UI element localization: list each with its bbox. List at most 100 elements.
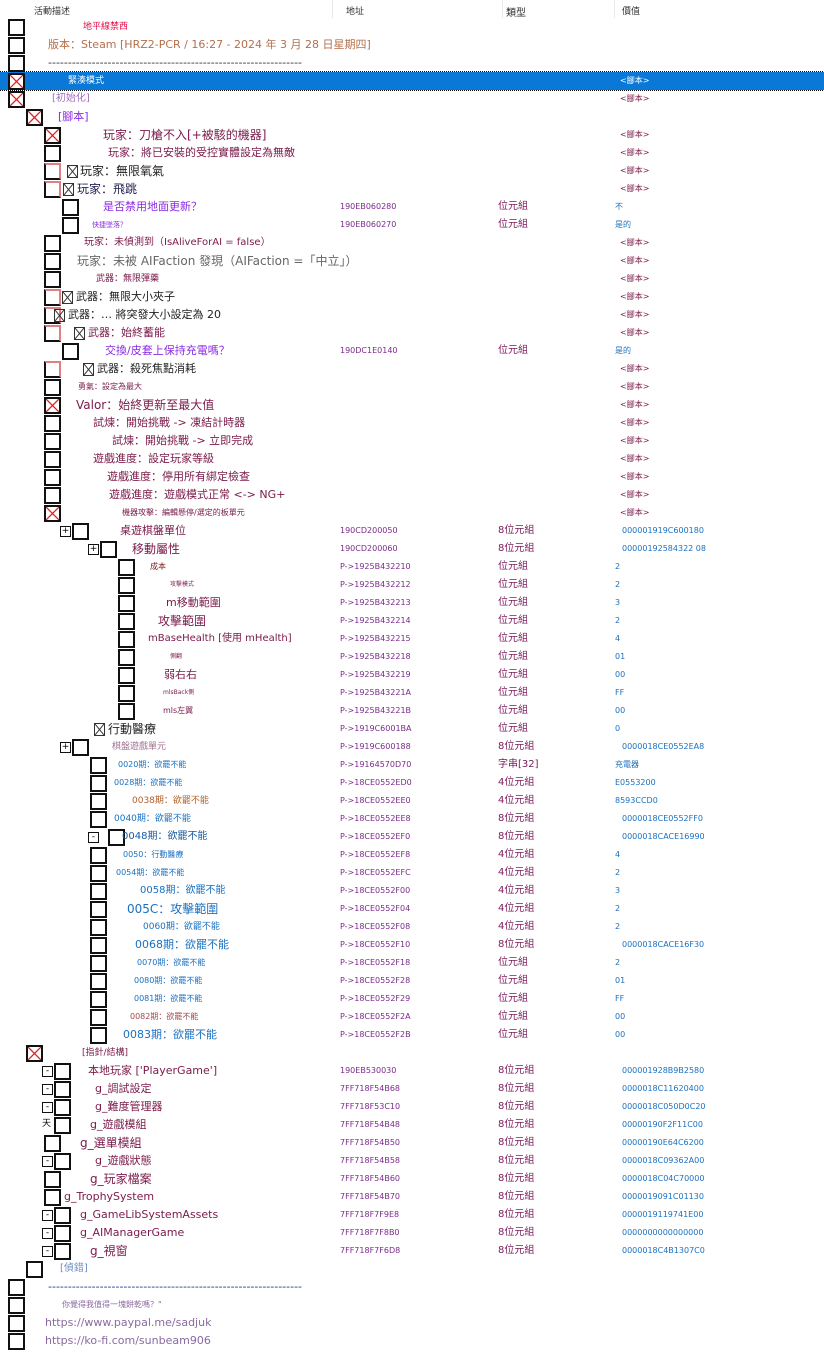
entry-value[interactable]: 00000192584322 08 xyxy=(622,544,706,553)
script-active-icon[interactable] xyxy=(62,291,73,304)
entry-checkbox[interactable] xyxy=(44,325,61,342)
entry-value[interactable]: 0000018CE0552FF0 xyxy=(622,814,703,823)
script-active-icon[interactable] xyxy=(67,165,78,178)
entry-checkbox[interactable] xyxy=(44,289,61,306)
script-active-icon[interactable] xyxy=(74,327,85,340)
entry-checkbox[interactable] xyxy=(118,577,135,594)
entry-checkbox[interactable] xyxy=(8,73,25,90)
entry-value[interactable]: <腳本> xyxy=(620,256,650,265)
entry-value[interactable]: <腳本> xyxy=(620,472,650,481)
entry-checkbox[interactable] xyxy=(90,883,107,900)
entry-checkbox[interactable] xyxy=(90,811,107,828)
entry-value[interactable]: <腳本> xyxy=(620,382,650,391)
entry-checkbox[interactable] xyxy=(8,1333,25,1350)
script-active-icon[interactable] xyxy=(83,363,94,376)
table-row[interactable]: 地平線禁西 xyxy=(0,18,824,36)
entry-value[interactable]: <腳本> xyxy=(620,436,650,445)
entry-value[interactable]: 00 xyxy=(615,1030,626,1039)
entry-value[interactable]: <腳本> xyxy=(620,292,650,301)
table-row[interactable]: [初始化]<腳本> xyxy=(0,90,824,108)
entry-value[interactable]: <腳本> xyxy=(620,148,650,157)
entry-checkbox[interactable] xyxy=(44,163,61,180)
entry-checkbox[interactable] xyxy=(90,1027,107,1044)
collapse-icon[interactable]: - xyxy=(42,1084,53,1095)
entry-checkbox[interactable] xyxy=(118,631,135,648)
entry-value[interactable]: 0000019119741E00 xyxy=(622,1210,704,1219)
entry-checkbox[interactable] xyxy=(26,109,43,126)
entry-value[interactable]: 00 xyxy=(615,706,626,715)
entry-checkbox[interactable] xyxy=(118,613,135,630)
entry-checkbox[interactable] xyxy=(118,703,135,720)
entry-value[interactable]: 0000018CE0552EA8 xyxy=(622,742,705,751)
entry-value[interactable]: 0 xyxy=(615,724,621,733)
entry-checkbox[interactable] xyxy=(54,1081,71,1098)
entry-value[interactable]: <腳本> xyxy=(620,400,650,409)
entry-value[interactable]: <腳本> xyxy=(620,508,650,517)
table-row[interactable]: https://ko-fi.com/sunbeam906 xyxy=(0,1332,824,1350)
entry-value[interactable]: 01 xyxy=(615,652,626,661)
column-divider[interactable] xyxy=(502,0,503,18)
entry-value[interactable]: 3 xyxy=(615,886,621,895)
entry-value[interactable]: 2 xyxy=(615,616,621,625)
collapse-icon[interactable]: 天 xyxy=(42,1119,52,1129)
entry-value[interactable]: FF xyxy=(615,994,625,1003)
entry-checkbox[interactable] xyxy=(54,1243,71,1260)
entry-checkbox[interactable] xyxy=(90,991,107,1008)
entry-value[interactable]: <腳本> xyxy=(620,454,650,463)
entry-value[interactable]: 2 xyxy=(615,868,621,877)
entry-checkbox[interactable] xyxy=(8,1279,25,1296)
entry-checkbox[interactable] xyxy=(90,757,107,774)
entry-checkbox[interactable] xyxy=(72,739,89,756)
script-active-icon[interactable] xyxy=(94,723,105,736)
entry-checkbox[interactable] xyxy=(54,1153,71,1170)
table-row[interactable]: 遊戲進度：停用所有綁定檢查<腳本> xyxy=(0,468,824,486)
table-row[interactable]: 玩家：將已安裝的受控實體設定為無敵<腳本> xyxy=(0,144,824,162)
entry-checkbox[interactable] xyxy=(54,1207,71,1224)
table-row[interactable]: 遊戲進度：遊戲模式正常 <-> NG+<腳本> xyxy=(0,486,824,504)
table-row[interactable]: 武器：無限彈藥<腳本> xyxy=(0,270,824,288)
entry-checkbox[interactable] xyxy=(44,271,61,288)
entry-checkbox[interactable] xyxy=(26,1045,43,1062)
entry-checkbox[interactable] xyxy=(44,1135,61,1152)
entry-checkbox[interactable] xyxy=(90,973,107,990)
table-row[interactable]: 玩家：飛跳<腳本> xyxy=(0,180,824,198)
entry-checkbox[interactable] xyxy=(44,253,61,270)
column-divider[interactable] xyxy=(332,0,333,18)
collapse-icon[interactable]: - xyxy=(42,1066,53,1077)
collapse-icon[interactable]: - xyxy=(42,1102,53,1113)
entry-value[interactable]: 2 xyxy=(615,904,621,913)
collapse-icon[interactable]: - xyxy=(42,1210,53,1221)
entry-value[interactable]: 000001919C600180 xyxy=(622,526,704,535)
entry-value[interactable]: <腳本> xyxy=(620,76,650,85)
entry-checkbox[interactable] xyxy=(44,1171,61,1188)
entry-value[interactable]: 00 xyxy=(615,670,626,679)
entry-value[interactable]: E0553200 xyxy=(615,778,656,787)
header-address[interactable]: 地址 xyxy=(346,7,365,17)
table-row[interactable]: 武器：始終蓄能<腳本> xyxy=(0,324,824,342)
script-active-icon[interactable] xyxy=(54,309,65,322)
collapse-icon[interactable]: - xyxy=(42,1246,53,1257)
entry-checkbox[interactable] xyxy=(44,181,61,198)
entry-value[interactable]: 00000190E64C6200 xyxy=(622,1138,704,1147)
table-row[interactable]: https://www.paypal.me/sadjuk xyxy=(0,1314,824,1332)
entry-value[interactable]: 3 xyxy=(615,598,621,607)
entry-value[interactable]: <腳本> xyxy=(620,364,650,373)
entry-checkbox[interactable] xyxy=(90,955,107,972)
table-row[interactable]: 緊湊模式<腳本> xyxy=(0,71,824,91)
